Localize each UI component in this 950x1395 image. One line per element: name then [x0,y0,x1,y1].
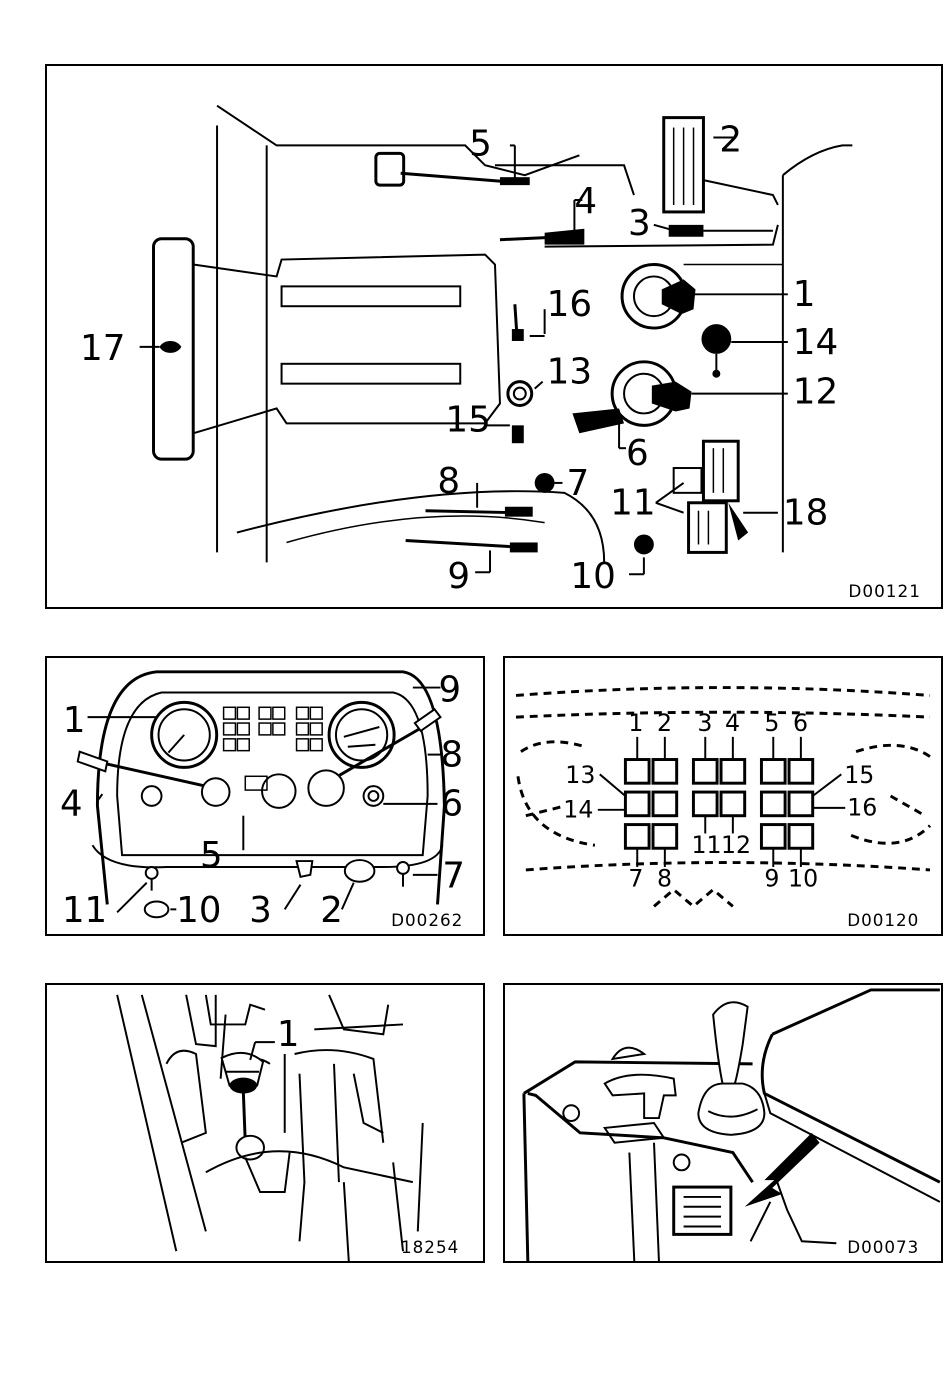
callout-8: 8 [437,461,460,502]
instrument-panel-drawing: 1 9 8 4 6 5 7 11 10 3 2 D00262 [47,658,483,934]
callout-7: 7 [442,856,465,897]
callout-4: 4 [574,181,597,222]
callout-15: 15 [844,761,874,789]
horn-button-icon [159,341,181,353]
callout-2: 2 [320,890,343,931]
warning-lights-drawing: 1 2 3 4 5 6 13 15 14 16 7 8 11 12 9 10 D… [505,658,941,934]
callout-9: 9 [447,556,470,597]
callout-4: 4 [725,709,740,737]
serial-plate-drawing: D00073 [505,985,941,1261]
callout-1: 1 [277,1014,300,1055]
callout-11: 11 [691,831,721,859]
figure-code: D00262 [391,910,463,930]
callout-10: 10 [788,865,818,893]
figure-code: D00073 [847,1237,919,1257]
callout-8: 8 [440,734,463,775]
callout-1: 1 [628,709,643,737]
callout-8: 8 [657,865,672,893]
figure-warning-lights: 1 2 3 4 5 6 13 15 14 16 7 8 11 12 9 10 D… [503,656,943,936]
callout-2: 2 [719,119,742,160]
figure-code: 18254 [401,1237,459,1257]
callout-14: 14 [563,796,593,824]
joystick-knob-1 [662,279,696,314]
callout-7: 7 [566,463,589,504]
pedal-knob-drawing: 1 18254 [47,985,483,1261]
callout-3: 3 [697,709,712,737]
callout-11: 11 [610,483,655,524]
callout-10: 10 [176,890,221,931]
callout-16: 16 [847,794,877,822]
callout-13: 13 [547,352,592,393]
callout-14: 14 [793,322,838,363]
callout-5: 5 [200,835,223,876]
callout-5: 5 [764,709,779,737]
operator-controls-drawing: 5 2 4 3 1 16 17 14 13 12 15 6 8 7 11 18 … [47,66,941,607]
callout-17: 17 [80,328,125,369]
callout-6: 6 [626,433,649,474]
callout-1: 1 [793,274,816,315]
callout-3: 3 [628,203,651,244]
figure-code: D00120 [847,910,919,930]
callout-3: 3 [249,890,272,931]
figure-operator-controls: 5 2 4 3 1 16 17 14 13 12 15 6 8 7 11 18 … [45,64,943,609]
callout-7: 7 [628,865,643,893]
callout-2: 2 [657,709,672,737]
callout-6: 6 [440,784,463,825]
callout-12: 12 [721,831,751,859]
callout-4: 4 [60,784,83,825]
callout-16: 16 [547,284,592,325]
callout-15: 15 [445,399,490,440]
callout-18: 18 [783,493,828,534]
callout-11: 11 [62,890,107,931]
figure-pedal-knob: 1 18254 [45,983,485,1263]
figure-code: D00121 [848,581,921,601]
callout-5: 5 [469,123,492,164]
callout-10: 10 [570,556,615,597]
callout-9: 9 [438,669,461,710]
callout-13: 13 [565,761,595,789]
callout-12: 12 [793,372,838,413]
callout-9: 9 [764,865,779,893]
figure-serial-plate: D00073 [503,983,943,1263]
figure-instrument-panel: 1 9 8 4 6 5 7 11 10 3 2 D00262 [45,656,485,936]
callout-1: 1 [63,700,86,741]
callout-6: 6 [793,709,808,737]
